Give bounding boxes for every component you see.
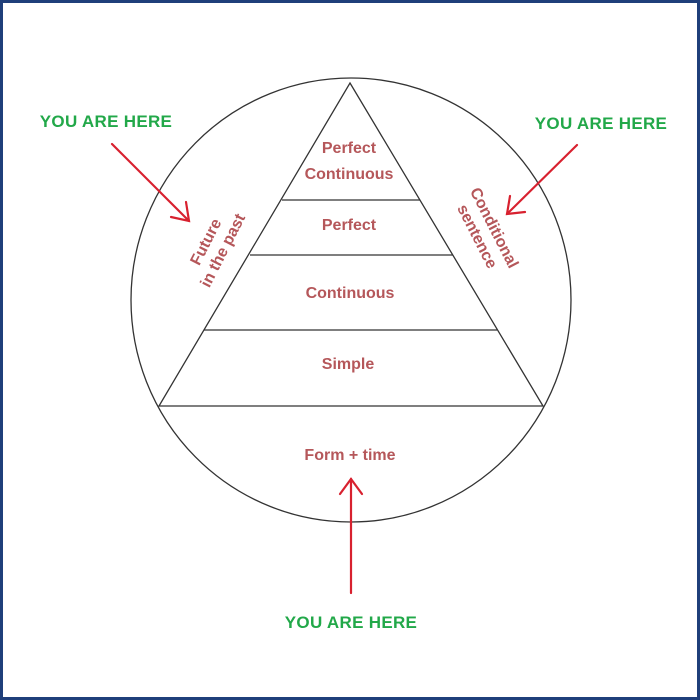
marker-right-you-are-here: YOU ARE HERE	[535, 114, 667, 133]
arrow-right	[505, 143, 579, 216]
arrow-left	[110, 142, 191, 223]
arrow-bottom	[338, 477, 364, 595]
level-continuous: Continuous	[306, 285, 395, 302]
tense-pyramid-diagram: Perfect Continuous Perfect Continuous Si…	[40, 77, 667, 632]
marker-left-you-are-here: YOU ARE HERE	[40, 112, 172, 131]
side-label-future-in-the-past: Future in the past	[188, 211, 250, 291]
level-perfect-continuous-line2: Continuous	[305, 166, 394, 183]
pyramid-triangle	[157, 81, 545, 407]
level-simple: Simple	[322, 356, 375, 373]
base-form-time: Form + time	[304, 447, 395, 464]
marker-bottom-you-are-here: YOU ARE HERE	[285, 613, 417, 632]
level-perfect: Perfect	[322, 217, 377, 234]
level-perfect-continuous-line1: Perfect	[322, 140, 377, 157]
